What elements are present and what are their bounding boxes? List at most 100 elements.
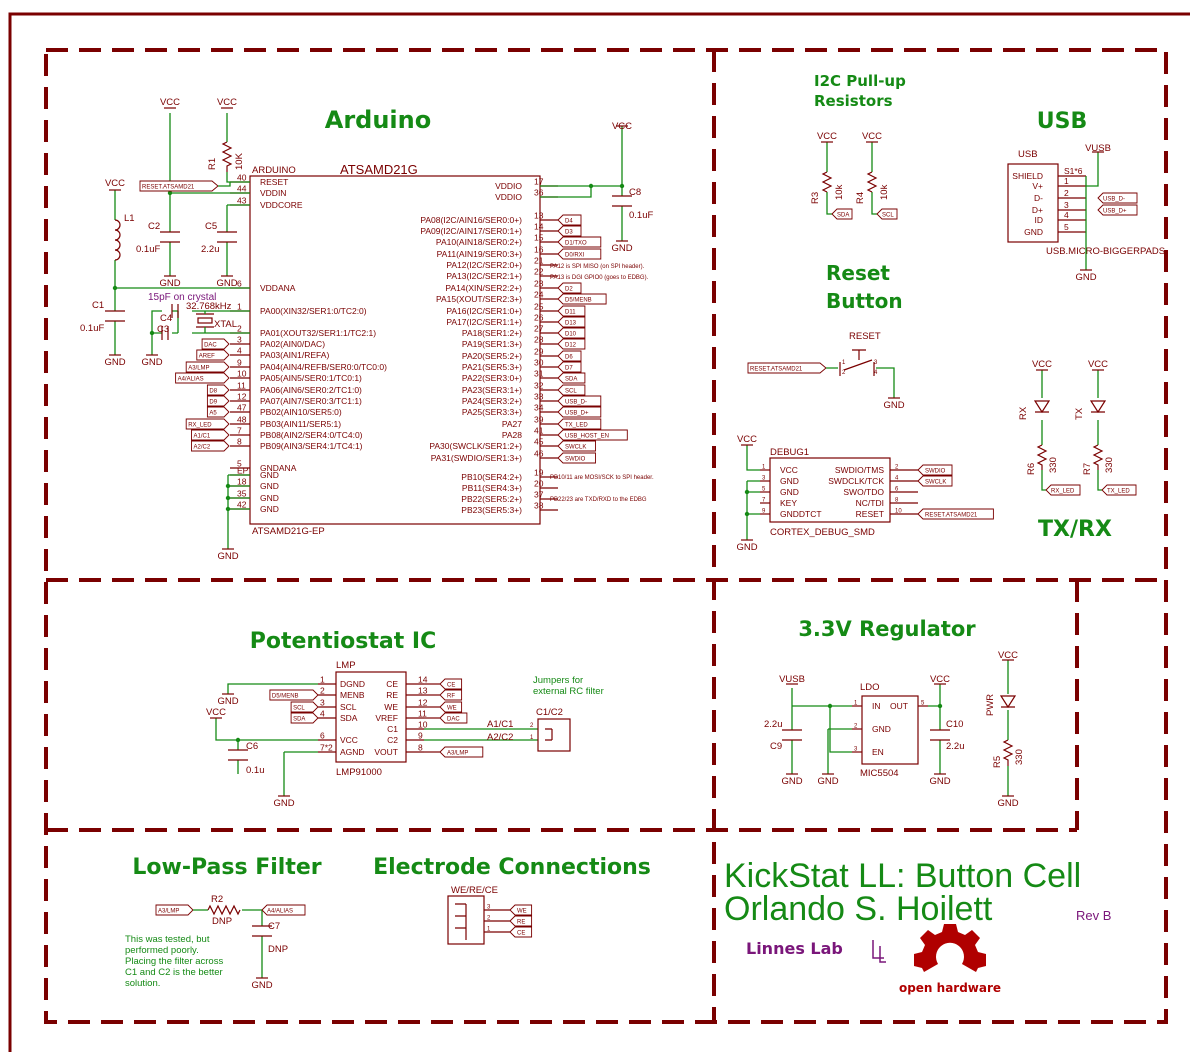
svg-text:A4/ALIAS: A4/ALIAS: [267, 909, 293, 915]
net-label: [509, 915, 533, 927]
lmp-pin-number: 1: [320, 675, 325, 685]
gnd-label: GND: [929, 776, 950, 787]
chip-pin-name: GND: [260, 493, 279, 503]
svg-text:2.2u: 2.2u: [201, 244, 220, 255]
scl-net-label: SCL: [876, 208, 898, 220]
gnd-label: GND: [736, 542, 757, 553]
net-label-text: D11: [565, 310, 576, 316]
svg-text:RESET.ATSAMD21: RESET.ATSAMD21: [750, 367, 803, 373]
chip-right-pins: 17VDDIO36VDDIO13PA08(I2C/AIN16/SER0:0+)1…: [420, 177, 628, 515]
chip-pin-number: 32: [534, 381, 544, 391]
chip-pin-name: VDDIN: [260, 188, 286, 198]
c4-capacitor: [171, 304, 179, 318]
chip-pin-number: 30: [534, 358, 544, 368]
net-label: [557, 418, 602, 430]
alias-label: A4/ALIAS: [261, 904, 306, 916]
svg-text:A3/LMP: A3/LMP: [158, 909, 179, 915]
net-label: [557, 406, 602, 418]
r1-resistor: [221, 141, 233, 172]
chip-pin-name: VDDIO: [495, 181, 522, 191]
chip-pin-number: 15: [534, 233, 544, 243]
debug-pin-number: 10: [895, 509, 902, 515]
svg-text:C10: C10: [946, 719, 963, 730]
chip-pin-name: PB11(SER4:3+): [462, 483, 522, 493]
debug-pin-name: SWDIO/TMS: [835, 465, 884, 475]
debug-pin-number: 6: [895, 487, 899, 493]
lmp-pin-name: C1: [387, 724, 398, 734]
gnd-label: GND: [216, 278, 237, 289]
svg-text:XTAL: XTAL: [214, 319, 237, 330]
net-label-text: USB_HOST_EN: [565, 434, 609, 440]
chip-pin-name: RESET: [260, 177, 288, 187]
chip-pin-number: 4: [237, 346, 242, 356]
usb-pin-name: SHIELD: [1012, 171, 1043, 181]
net-label: [557, 214, 582, 226]
chip-pin-name: PA11(AIN19/SER0:3+): [437, 249, 523, 259]
chip-pin-number: 22: [534, 267, 544, 277]
net-label: [439, 701, 463, 713]
chip-pin-name: PB03(AIN11/SER5:1): [260, 419, 341, 429]
chip-pin-name: PA30(SWCLK/SER1:2+): [429, 441, 522, 451]
net-label-text: WE: [517, 909, 527, 915]
chip-pin-number: 48: [237, 415, 247, 425]
vcc-symbol: VCC: [817, 131, 837, 143]
chip-pin-number: 41: [534, 426, 544, 436]
chip-name: ARDUINO: [252, 165, 296, 176]
electrode-pin-number: 1: [487, 927, 491, 933]
atsamd21-chip: [249, 175, 541, 525]
svg-text:VCC: VCC: [206, 707, 226, 718]
net-label-text: SDA: [293, 717, 305, 723]
svg-text:VCC: VCC: [105, 178, 125, 189]
net-label: [557, 293, 607, 305]
lab-name: Linnes Lab: [746, 939, 843, 958]
vcc-symbol: VCC: [737, 434, 757, 446]
lmp-pin-number: 9: [418, 731, 423, 741]
usb-pin-name: D-: [1034, 193, 1043, 203]
svg-text:USB_D-: USB_D-: [1103, 197, 1125, 203]
gnd-symbol: GND: [736, 539, 758, 553]
svg-text:DNP: DNP: [212, 916, 232, 927]
chip-pin-number: 1: [237, 302, 242, 312]
debug-pin-number: 9: [762, 509, 766, 515]
net-label-text: SWDIO: [565, 457, 586, 463]
svg-text:3: 3: [874, 360, 878, 366]
svg-text:RX_LED: RX_LED: [1051, 489, 1075, 495]
reg-pin-number: 1: [854, 701, 858, 707]
debug-pin-number: 1: [762, 465, 766, 471]
svg-text:PA12 is SPI MISO (on SPI heade: PA12 is SPI MISO (on SPI header).: [550, 264, 645, 270]
chip-pin-number: 14: [534, 222, 544, 232]
svg-text:DEBUG1: DEBUG1: [770, 447, 809, 458]
svg-text:A2/C2: A2/C2: [487, 732, 513, 743]
chip-pin-number: 13: [534, 211, 544, 221]
svg-text:VUSB: VUSB: [1085, 143, 1111, 154]
revision: Rev B: [1076, 908, 1111, 923]
chip-pin-number: 9: [237, 358, 242, 368]
chip-pin-name: PA07(AIN7/SER0:3/TC1:1): [260, 396, 362, 406]
net-label: [206, 395, 230, 407]
net-label: [290, 712, 319, 724]
gnd-symbol: GND: [273, 795, 295, 809]
section-titles: Arduino USB TX/RX Potentiostat IC 3.3V R…: [132, 72, 1112, 880]
chip-pin-name: VDDANA: [260, 283, 296, 293]
l1-inductor: [114, 219, 121, 261]
text-line: Button: [826, 289, 903, 313]
chip-pin-name: VDDIO: [495, 192, 522, 202]
net-label: [185, 418, 230, 430]
debug-pin-number: 5: [762, 487, 766, 493]
net-label: [557, 305, 586, 317]
lmp-pin-name: DGND: [340, 679, 365, 689]
lmp-pin-number: 4: [320, 709, 325, 719]
lmp-pin-name: VREF: [375, 713, 398, 723]
chip-pin-number: 31: [534, 369, 544, 379]
lmp-out-label: A3/LMP: [155, 904, 194, 916]
chip-pin-number: 17: [534, 177, 544, 187]
net-label: [557, 395, 602, 407]
c5-capacitor: [217, 231, 237, 243]
chip-pin-number: 6: [237, 279, 242, 289]
chip-pin-name: PB08(AIN2/SER4:0/TC4:0): [260, 430, 363, 440]
svg-text:RX: RX: [1018, 406, 1029, 420]
lmp-pin-name: RE: [386, 690, 398, 700]
chip-pin-name: PA18(SER1:2+): [462, 328, 522, 338]
